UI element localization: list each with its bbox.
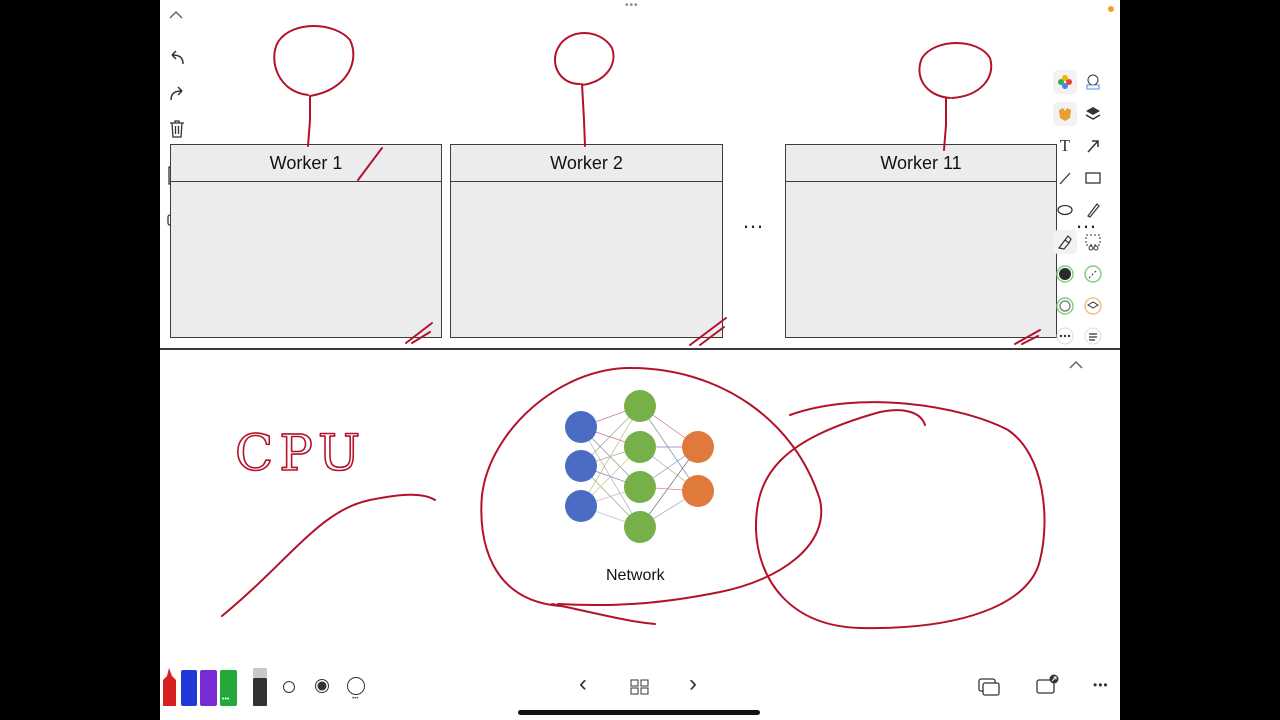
more-icon[interactable]: [1053, 324, 1077, 348]
page-divider: [160, 348, 1120, 350]
highlighter-icon[interactable]: [1053, 230, 1077, 254]
page-grid-icon[interactable]: [630, 679, 650, 700]
chevron-up-icon[interactable]: [1068, 358, 1084, 376]
stroke-size-large-icon[interactable]: [347, 677, 365, 695]
pen-selected-badge: •••: [222, 696, 230, 703]
workers-ellipsis: …: [742, 208, 765, 233]
pen-red[interactable]: [161, 664, 177, 706]
home-indicator: [518, 710, 760, 715]
trash-icon[interactable]: [167, 119, 187, 144]
windows-icon[interactable]: [977, 677, 1001, 702]
stroke-size-small-icon[interactable]: [283, 681, 295, 693]
pen-purple[interactable]: [200, 664, 217, 706]
status-dot: [1108, 6, 1114, 12]
right-toolbar: T: [1053, 70, 1111, 350]
hidden-node: [624, 431, 656, 463]
pen-blue[interactable]: [181, 664, 197, 706]
color-dark-icon[interactable]: [1053, 262, 1077, 286]
color-ring-icon[interactable]: [1053, 294, 1077, 318]
more-options-button[interactable]: •••: [1093, 678, 1109, 692]
worker-box-1[interactable]: Worker 1: [170, 144, 442, 338]
layer-stack-icon[interactable]: [1081, 294, 1105, 318]
line-icon[interactable]: [1053, 166, 1077, 190]
prev-page-button[interactable]: ‹: [579, 670, 587, 697]
sticker-icon[interactable]: [1081, 70, 1105, 94]
output-node: [682, 431, 714, 463]
worker-box-11[interactable]: Worker 11: [785, 144, 1057, 338]
network-label: Network: [606, 567, 665, 584]
hidden-node: [624, 471, 656, 503]
mask-icon[interactable]: [1053, 102, 1077, 126]
photos-icon[interactable]: [1053, 70, 1077, 94]
whiteboard-app: ••• Worker 1 Worker 2 … Worker 11 …: [160, 0, 1120, 720]
layers-icon[interactable]: [1081, 102, 1105, 126]
pen-icon[interactable]: [1081, 198, 1105, 222]
ellipse-icon[interactable]: [1053, 198, 1077, 222]
worker-title: Worker 2: [451, 145, 722, 182]
eraser-icon[interactable]: [252, 668, 268, 711]
input-node: [565, 450, 597, 482]
color-green-icon[interactable]: [1081, 262, 1105, 286]
arrow-icon[interactable]: [1081, 134, 1105, 158]
top-more-handle[interactable]: •••: [625, 0, 639, 11]
stroke-size-medium-icon[interactable]: [315, 679, 329, 693]
worker-box-2[interactable]: Worker 2: [450, 144, 723, 338]
rectangle-icon[interactable]: [1081, 166, 1105, 190]
hidden-node: [624, 511, 656, 543]
input-node: [565, 411, 597, 443]
chevron-up-icon[interactable]: [168, 8, 184, 26]
share-window-icon[interactable]: [1035, 674, 1059, 701]
output-node: [682, 475, 714, 507]
pen-tray: [161, 664, 237, 706]
lasso-icon[interactable]: [1081, 230, 1105, 254]
undo-icon[interactable]: [167, 48, 187, 73]
stroke-size-more: •••: [352, 696, 359, 702]
worker-title: Worker 1: [171, 145, 441, 182]
worker-title: Worker 11: [786, 145, 1056, 182]
redo-icon[interactable]: [167, 84, 187, 109]
input-node: [565, 490, 597, 522]
next-page-button[interactable]: ›: [689, 670, 697, 697]
hidden-node: [624, 390, 656, 422]
text-icon[interactable]: T: [1059, 136, 1071, 155]
neural-network-diagram: [565, 390, 714, 543]
settings-list-icon[interactable]: [1081, 324, 1105, 348]
svg-text:CPU: CPU: [235, 424, 366, 482]
